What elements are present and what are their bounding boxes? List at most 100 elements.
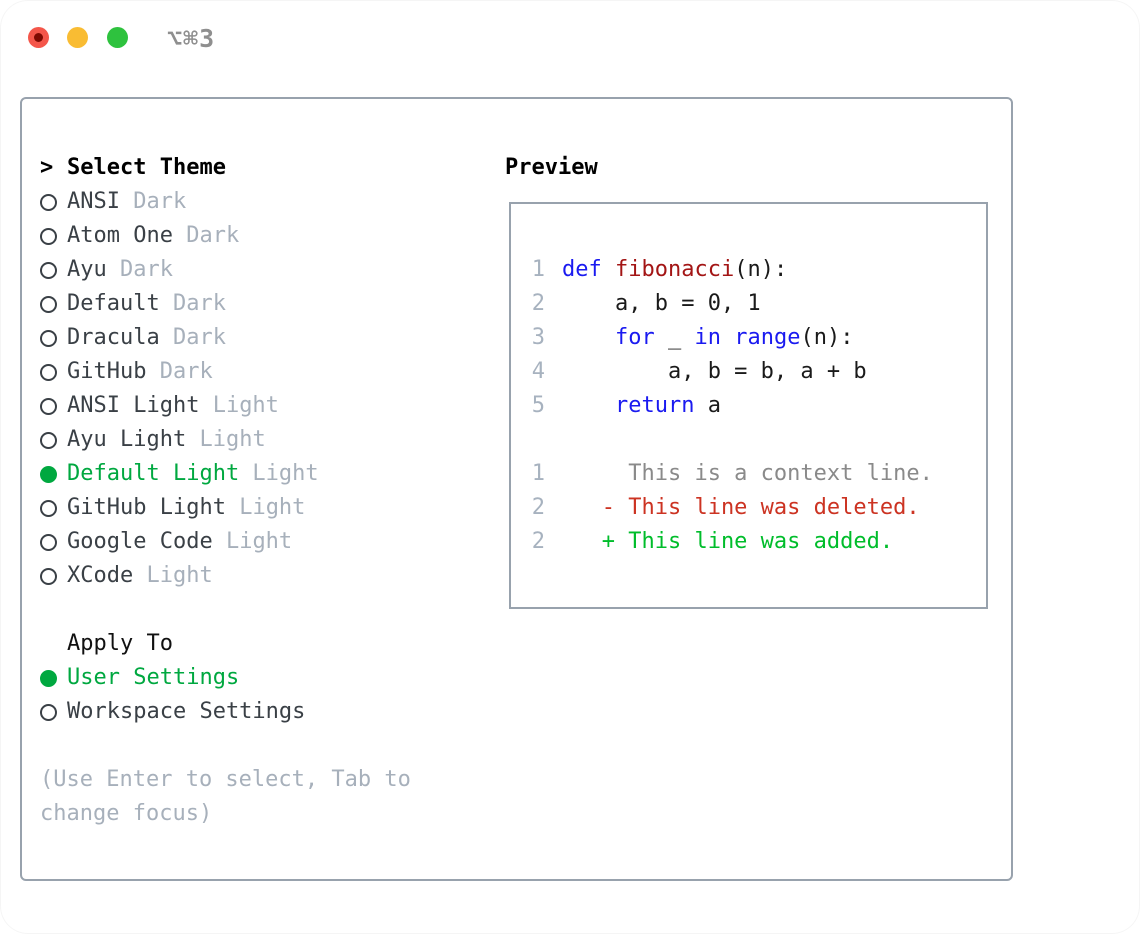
radio-icon — [40, 261, 57, 279]
select-theme-header: > Select Theme — [40, 151, 480, 185]
code-line: 4 a, b = b, a + b — [530, 355, 986, 389]
theme-option[interactable]: ANSI Light Light — [40, 389, 480, 423]
line-number: 5 — [531, 393, 545, 418]
preview-title: Preview — [505, 155, 598, 180]
apply-option-label: Workspace Settings — [67, 699, 306, 724]
code-line: 1 def fibonacci(n): — [530, 253, 986, 287]
keyboard-hint: (Use Enter to select, Tab to change focu… — [40, 767, 411, 826]
theme-option[interactable]: ANSI Dark — [40, 185, 480, 219]
token-keyword: range — [734, 325, 801, 350]
token-keyword: in — [694, 325, 721, 350]
token-deleted: - This line was deleted. — [562, 495, 920, 520]
close-button-icon[interactable] — [28, 27, 49, 48]
theme-variant: Dark — [159, 325, 226, 350]
token-keyword: def — [562, 257, 602, 282]
line-number: 4 — [531, 359, 545, 384]
theme-name: Default — [67, 291, 160, 316]
theme-name: Atom One — [67, 223, 173, 248]
line-number — [530, 423, 545, 457]
select-theme-title: Select Theme — [67, 155, 226, 180]
theme-variant: Dark — [159, 291, 226, 316]
theme-option[interactable]: Dracula Dark — [40, 321, 480, 355]
token-plain — [602, 257, 615, 282]
line-number: 2 — [531, 495, 545, 520]
radio-icon — [40, 295, 57, 313]
radio-icon — [40, 193, 57, 211]
code-line: 2 + This line was added. — [530, 525, 986, 559]
token-keyword: return — [614, 393, 695, 418]
token-context: This is a context line. — [562, 461, 933, 486]
radio-column — [40, 261, 67, 279]
token-plain — [562, 325, 615, 350]
code-tokens: + This line was added. — [562, 525, 893, 559]
radio-column — [40, 193, 67, 211]
apply-option[interactable]: Workspace Settings — [40, 695, 480, 729]
radio-column — [40, 329, 67, 347]
theme-variant: Light — [225, 495, 306, 520]
line-number: 1 — [531, 257, 545, 282]
theme-option[interactable]: Ayu Dark — [40, 253, 480, 287]
apply-option[interactable]: User Settings — [40, 661, 480, 695]
token-added: + This line was added. — [562, 529, 894, 554]
radio-column — [40, 567, 67, 585]
line-number: 3 — [531, 325, 545, 350]
theme-name: GitHub — [67, 359, 147, 384]
radio-column — [40, 397, 67, 415]
radio-icon — [40, 431, 57, 449]
code-line: 2 a, b = 0, 1 — [530, 287, 986, 321]
theme-name: Google Code — [67, 529, 213, 554]
radio-column — [40, 465, 67, 483]
theme-option[interactable]: GitHub Dark — [40, 355, 480, 389]
theme-variant: Dark — [146, 359, 213, 384]
radio-column — [40, 227, 67, 245]
apply-to-title: Apply To — [67, 631, 173, 656]
code-line: 3 for _ in range(n): — [530, 321, 986, 355]
token-keyword: for — [614, 325, 655, 350]
radio-icon — [40, 363, 57, 381]
theme-option[interactable]: Default Dark — [40, 287, 480, 321]
theme-variant: Light — [212, 529, 293, 554]
token-plain: a, b = b, a + b — [562, 359, 867, 384]
token-plain: a — [694, 393, 721, 418]
spacer — [40, 729, 480, 763]
theme-option[interactable]: XCode Light — [40, 559, 480, 593]
theme-name: Default Light — [67, 461, 240, 486]
radio-column — [40, 533, 67, 551]
code-tokens: return a — [562, 389, 721, 423]
theme-variant: Light — [239, 461, 319, 486]
theme-option[interactable]: Default Light Light — [40, 457, 480, 491]
theme-name: GitHub Light — [67, 495, 226, 520]
code-line: 2 - This line was deleted. — [530, 491, 986, 525]
zoom-button-icon[interactable] — [107, 27, 128, 48]
theme-name: ANSI Light — [67, 393, 200, 418]
token-plain: a, b = 0, 1 — [562, 291, 761, 316]
code-tokens: a, b = 0, 1 — [562, 287, 761, 321]
theme-option[interactable]: Ayu Light Light — [40, 423, 480, 457]
token-plain — [721, 325, 734, 350]
code-tokens: def fibonacci(n): — [562, 253, 787, 287]
code-tokens: a, b = b, a + b — [562, 355, 867, 389]
radio-icon — [40, 533, 57, 551]
theme-variant: Dark — [106, 257, 173, 282]
token-plain: _ — [654, 325, 695, 350]
theme-option[interactable]: GitHub Light Light — [40, 491, 480, 525]
line-number: 1 — [531, 461, 545, 486]
theme-name: ANSI — [67, 189, 120, 214]
radio-column — [40, 669, 67, 687]
radio-icon — [40, 329, 57, 347]
line-number: 2 — [531, 291, 545, 316]
minimize-button-icon[interactable] — [67, 27, 88, 48]
apply-option-label: User Settings — [67, 665, 240, 690]
theme-option[interactable]: Atom One Dark — [40, 219, 480, 253]
radio-icon — [40, 227, 57, 245]
radio-column — [40, 703, 67, 721]
theme-option[interactable]: Google Code Light — [40, 525, 480, 559]
theme-name: Ayu — [67, 257, 107, 282]
theme-name: Dracula — [67, 325, 160, 350]
theme-name: Ayu Light — [67, 427, 187, 452]
